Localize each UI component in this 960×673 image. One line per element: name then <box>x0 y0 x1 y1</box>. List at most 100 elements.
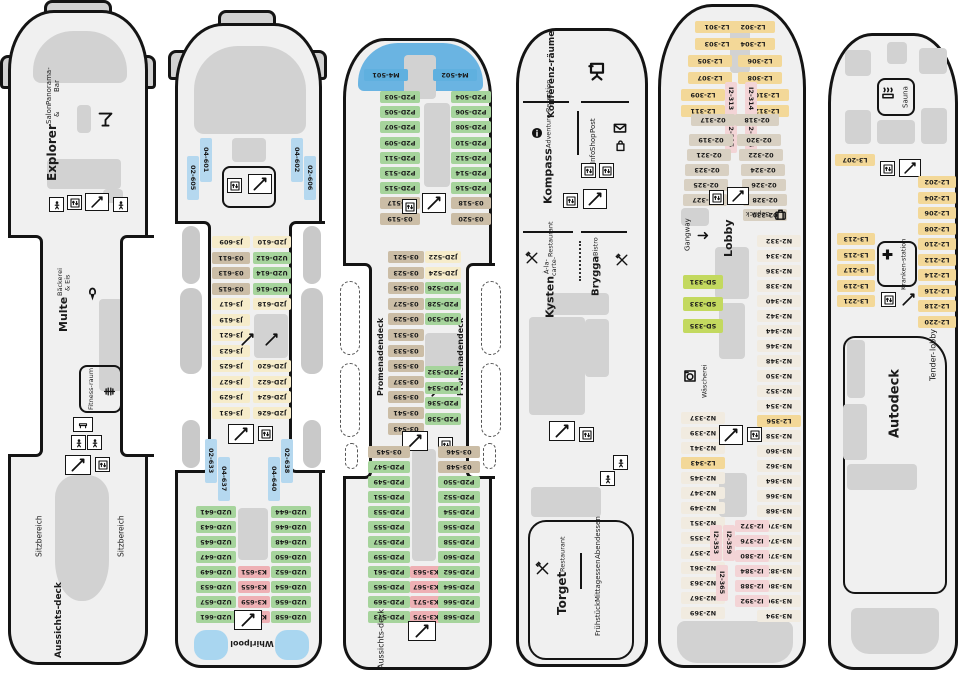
label-aussicht: Aussichts-deck <box>47 582 71 658</box>
lifeboat <box>182 226 200 284</box>
cabin-label: M4-501 <box>364 69 408 81</box>
lifeboat <box>301 288 323 374</box>
cabin-label: 02-323 <box>685 164 729 176</box>
cabin-label: P2D-534 <box>425 381 461 394</box>
elevator-icon <box>747 427 762 442</box>
wc-icon <box>113 197 128 212</box>
label-line: Wäscherei <box>700 364 709 398</box>
stairs-icon <box>719 425 743 445</box>
cabin-label: L2-210 <box>918 238 956 250</box>
cabin-label: 03-523 <box>388 266 424 279</box>
cabin-label: I2-372 <box>735 520 769 532</box>
cabin-label: L2-302 <box>731 21 775 33</box>
cabin-label: P2D-565 <box>368 581 410 593</box>
cabin-label: 02-605 <box>187 156 199 200</box>
cabin-label: L2-304 <box>731 38 775 50</box>
label-line: lobby <box>928 329 938 352</box>
cabin-label: L2-206 <box>918 207 956 219</box>
label-gepaeck: Gepäck <box>743 209 773 219</box>
arrow-right-icon <box>697 229 710 242</box>
label-whirlpool: Whirlpool <box>230 638 274 650</box>
cabin-label: 02-321 <box>687 149 731 161</box>
cabin-label: P2D-551 <box>368 491 410 503</box>
cabin-label: 02-328 <box>743 194 787 206</box>
cabin-label: P2D-558 <box>438 536 480 548</box>
label-line: Bäckerei & Eis <box>56 268 72 297</box>
equipment-block <box>851 608 939 654</box>
label-line: Restaurant <box>546 221 555 258</box>
cabin-label: P2D-550 <box>438 476 480 488</box>
cabin-label: L3-215 <box>837 248 875 261</box>
lifeboat <box>180 288 202 374</box>
cabin-label: P2D-547 <box>368 461 410 473</box>
cutlery-icon <box>615 253 629 267</box>
cabin-label: J2D-522 <box>425 251 461 263</box>
equipment-block <box>529 317 585 415</box>
lifeboat-outline <box>345 443 358 469</box>
equipment-block <box>254 314 288 358</box>
cabin-label: L2-306 <box>738 55 782 67</box>
cabin-label: J3-617 <box>212 298 250 310</box>
label-line: À-la-carte- <box>542 257 558 277</box>
label-title: Torget <box>555 572 570 616</box>
cabin-label: J2D-626 <box>253 406 291 419</box>
cabin-label: U2D-644 <box>271 506 311 518</box>
cabin-label: P2D-503 <box>380 91 420 103</box>
label-sitz_r: Sitzbereich <box>115 505 129 567</box>
label-sitz_l: Sitzbereich <box>33 505 47 567</box>
cabin-label: 03-527 <box>388 297 424 310</box>
cabin-label: L2-356 <box>757 415 801 427</box>
cabin-label: J3-629 <box>212 391 250 403</box>
cabin-label: P2D-536 <box>425 397 461 410</box>
divider-line <box>523 101 569 103</box>
label-line: Restaurant <box>558 536 567 573</box>
label-line: Whirlpool <box>230 639 274 649</box>
cabin-label: P2D-569 <box>368 596 410 608</box>
elevator-icon <box>258 426 273 441</box>
cabin-label: P2D-528 <box>425 297 461 310</box>
presentation-icon <box>587 61 607 81</box>
label-title: Brygga <box>590 256 602 297</box>
cabin-label: I2-313 <box>725 82 737 116</box>
cabin-label: 03-541 <box>388 407 424 419</box>
label-line: Frühstück <box>593 601 602 636</box>
elevator-icon <box>880 161 895 176</box>
cabin-label: N2-354 <box>757 400 801 412</box>
label-line: Kranken- <box>899 260 908 290</box>
cabin-label: J3-609 <box>212 236 250 248</box>
label-line: Abendessen <box>593 516 602 560</box>
stairs-icon <box>408 621 436 641</box>
elevator-icon <box>67 195 82 210</box>
cabin-label: 02-324 <box>741 164 785 176</box>
cabin-label: I2-384 <box>735 565 769 577</box>
label-lobby: Lobby <box>721 213 738 263</box>
cabin-label: P2D-509 <box>380 136 420 149</box>
equipment-block <box>921 108 947 144</box>
cabin-label: U2D-646 <box>271 521 311 533</box>
cabin-label: N2-342 <box>757 310 801 322</box>
cabin-label: I2-365 <box>716 565 728 601</box>
equipment-block <box>424 103 450 187</box>
label-line: raum <box>86 368 95 386</box>
room-outline <box>222 166 276 208</box>
cabin-label: J3-627 <box>212 375 250 388</box>
luggage-icon <box>774 208 787 221</box>
cabin-label: P2D-510 <box>451 136 491 149</box>
elevator-icon <box>227 178 242 193</box>
info-icon <box>531 127 543 139</box>
sauna-icon <box>881 86 895 100</box>
cabin-label: P2D-549 <box>368 476 410 488</box>
cabin-label: N3-360 <box>757 445 801 457</box>
equipment-block <box>845 110 871 144</box>
stairs-icon <box>549 421 575 441</box>
cabin-label: P2D-514 <box>451 167 491 179</box>
label-line: Adventure- <box>544 112 553 149</box>
